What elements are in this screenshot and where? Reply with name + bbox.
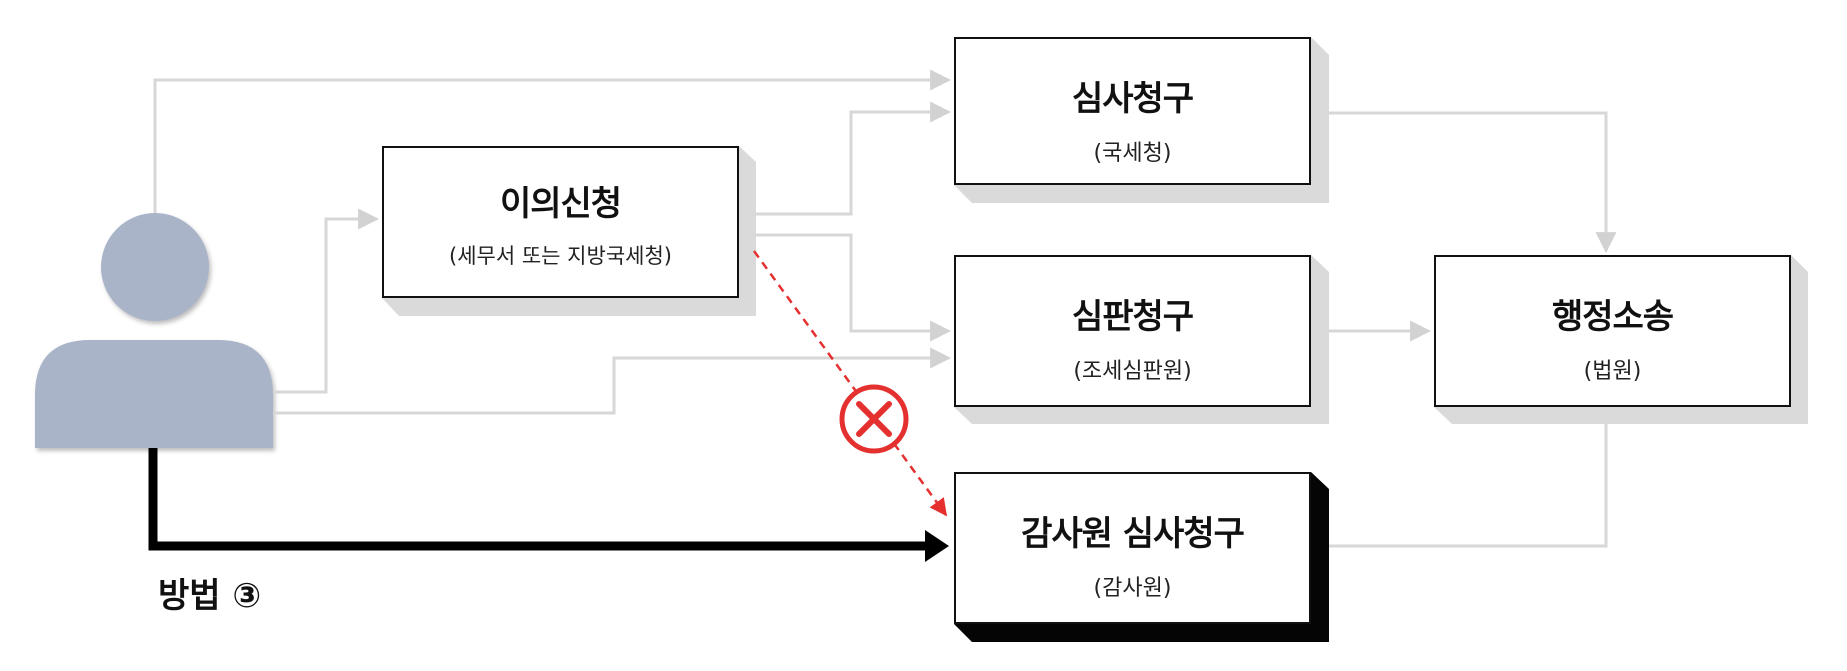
method-3-path bbox=[148, 448, 925, 551]
node-objection-title: 이의신청 bbox=[499, 184, 622, 224]
connector-person-to-adjudication bbox=[273, 347, 952, 415]
node-administrative-litigation: 행정소송 (법원) bbox=[1434, 255, 1791, 407]
box-shadows bbox=[382, 37, 1808, 642]
method-3-arrowhead bbox=[925, 530, 949, 562]
shadow-ihui bbox=[382, 146, 756, 316]
connector-review-to-litigation bbox=[1329, 111, 1617, 254]
node-audit-board-review-subtitle: (감사원) bbox=[1093, 576, 1172, 601]
person-icon bbox=[35, 213, 273, 448]
node-adjudication-request: 심판청구 (조세심판원) bbox=[954, 255, 1311, 407]
connector-litigation-to-audit bbox=[1329, 424, 1608, 548]
connector-objection-to-review bbox=[754, 101, 952, 216]
blocked-x-icon bbox=[839, 384, 909, 454]
connector-objection-to-adjudication bbox=[754, 233, 952, 342]
shadow-simpan bbox=[954, 255, 1329, 424]
node-objection: 이의신청 (세무서 또는 지방국세청) bbox=[382, 146, 739, 298]
node-objection-subtitle: (세무서 또는 지방국세청) bbox=[449, 244, 672, 268]
shadow-simsa bbox=[954, 37, 1329, 203]
blocked-path-objection-to-audit bbox=[752, 250, 948, 517]
node-review-request: 심사청구 (국세청) bbox=[954, 37, 1311, 185]
node-review-request-subtitle: (국세청) bbox=[1093, 141, 1172, 166]
node-audit-board-review-title: 감사원 심사청구 bbox=[1021, 514, 1245, 554]
connector-person-to-review bbox=[153, 69, 952, 213]
connector-person-to-objection bbox=[273, 208, 380, 394]
node-adjudication-request-title: 심판청구 bbox=[1071, 297, 1194, 337]
shadow-haengjeong bbox=[1434, 255, 1808, 424]
connectors bbox=[153, 69, 1617, 548]
node-review-request-title: 심사청구 bbox=[1071, 79, 1194, 119]
method-3-label: 방법 ③ bbox=[158, 576, 262, 616]
person-body bbox=[35, 340, 273, 448]
node-audit-board-review: 감사원 심사청구 (감사원) bbox=[954, 472, 1311, 624]
person-head bbox=[101, 213, 209, 321]
node-adjudication-request-subtitle: (조세심판원) bbox=[1073, 359, 1192, 384]
shadow-gamsa bbox=[954, 472, 1329, 642]
node-administrative-litigation-subtitle: (법원) bbox=[1583, 359, 1642, 384]
node-administrative-litigation-title: 행정소송 bbox=[1551, 297, 1674, 337]
